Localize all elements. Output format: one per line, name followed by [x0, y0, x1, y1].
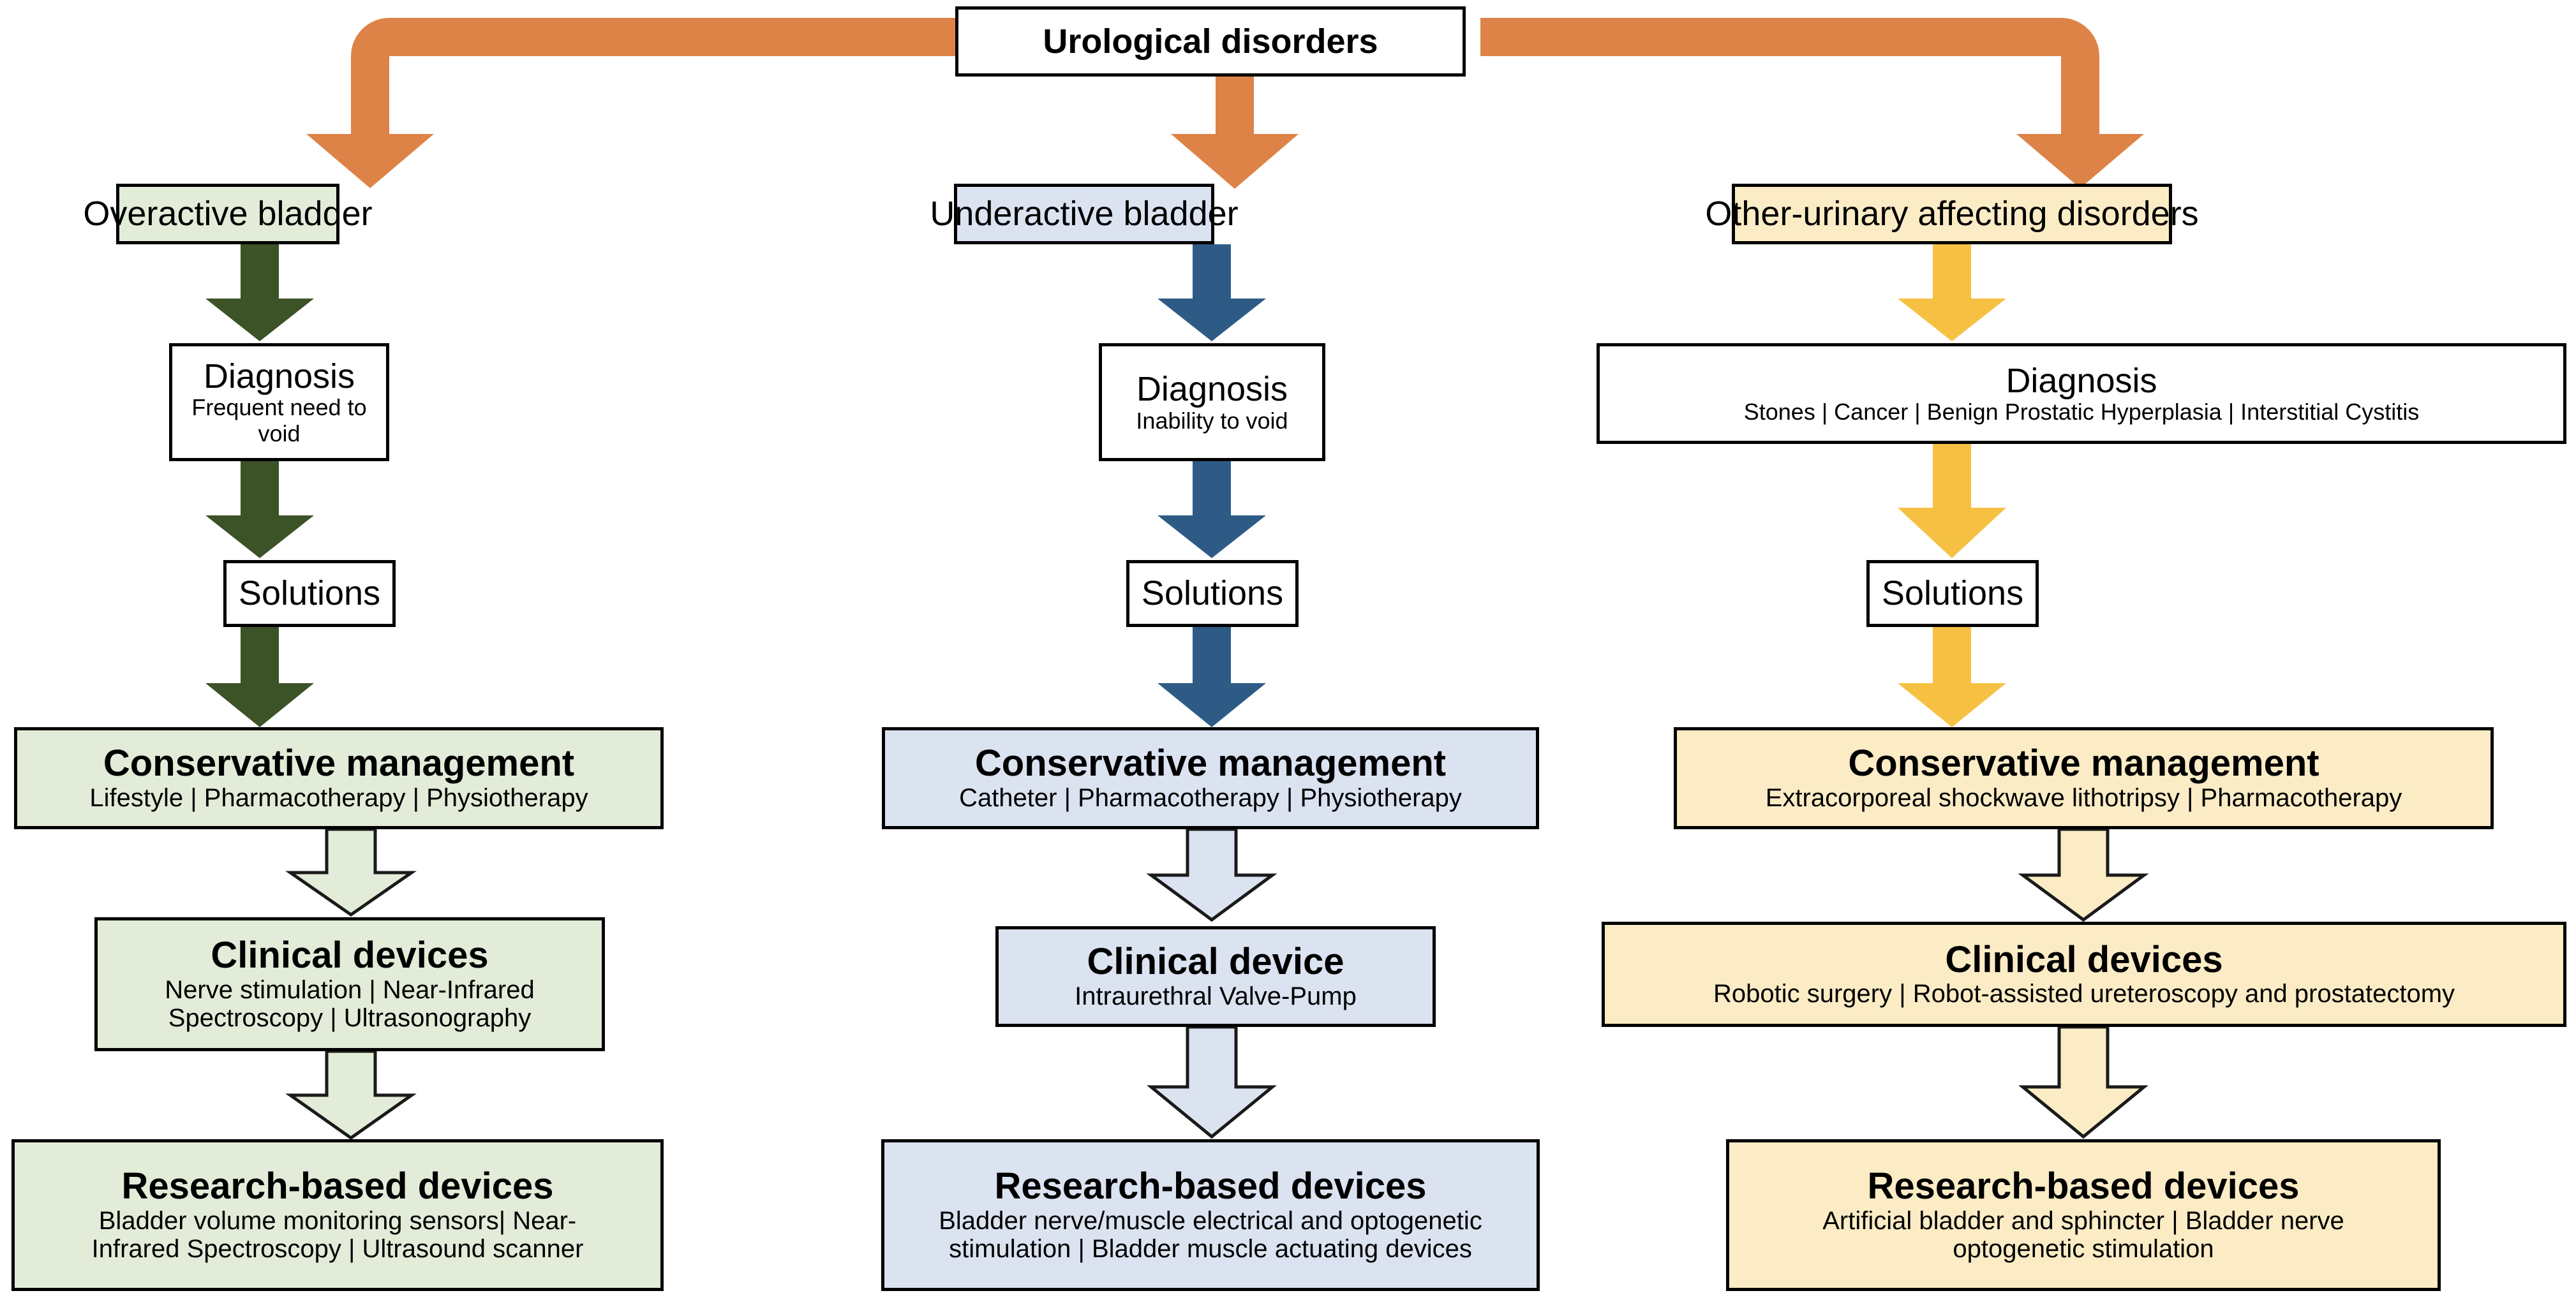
column1-solutions-title: Solutions [238, 574, 381, 613]
column3-conservative-title: Conservative management [1848, 742, 2319, 785]
column1-conservative-detail: Lifestyle | Pharmacotherapy | Physiother… [89, 783, 588, 812]
column1-conservative-box[interactable]: Conservative management Lifestyle | Phar… [14, 727, 664, 829]
column3-header-label: Other-urinary affecting disorders [1705, 195, 2199, 233]
column3-header-box[interactable]: Other-urinary affecting disorders [1705, 184, 2199, 244]
column2-solutions-title: Solutions [1141, 574, 1284, 613]
column3-diagnosis-box[interactable]: Diagnosis Stones | Cancer | Benign Prost… [1597, 343, 2566, 444]
column2-research-detail-line2: stimulation | Bladder muscle actuating d… [949, 1235, 1472, 1264]
column3-research-title: Research-based devices [1867, 1165, 2300, 1207]
column3-solutions-box[interactable]: Solutions [1866, 560, 2039, 627]
column3-conservative-box[interactable]: Conservative management Extracorporeal s… [1674, 727, 2494, 829]
column1-header-label: Overactive bladder [83, 195, 373, 233]
column1-arrow-header-to-diagnosis [196, 244, 324, 343]
column3-clinical-title: Clinical devices [1945, 938, 2223, 980]
column3-diagnosis-detail: Stones | Cancer | Benign Prostatic Hyper… [1743, 399, 2420, 425]
column3-clinical-detail-line1: Robotic surgery | Robot-assisted uretero… [1713, 980, 2455, 1008]
column2-diagnosis-detail: Inability to void [1136, 407, 1288, 434]
column2-conservative-title: Conservative management [974, 742, 1447, 785]
column2-conservative-detail: Catheter | Pharmacotherapy | Physiothera… [959, 783, 1462, 812]
column2-clinical-box[interactable]: Clinical device Intraurethral Valve-Pump [995, 926, 1436, 1027]
column1-clinical-title: Clinical devices [211, 934, 489, 976]
column3-clinical-box[interactable]: Clinical devices Robotic surgery | Robot… [1602, 922, 2566, 1027]
column1-diagnosis-detail: Frequent need to void [191, 394, 367, 447]
column1-solutions-box[interactable]: Solutions [223, 560, 396, 627]
column2-header-label: Underactive bladder [930, 195, 1239, 233]
column1-diagnosis-box[interactable]: Diagnosis Frequent need to void [169, 343, 389, 461]
column3-arrow-conservative-to-clinical [2013, 828, 2154, 922]
root-box[interactable]: Urological disorders [955, 6, 1466, 77]
column2-research-box[interactable]: Research-based devices Bladder nerve/mus… [881, 1139, 1540, 1291]
column3-research-detail-line1: Artificial bladder and sphincter | Bladd… [1822, 1206, 2344, 1235]
column2-research-detail-line1: Bladder nerve/muscle electrical and opto… [939, 1206, 1482, 1235]
column1-research-title: Research-based devices [121, 1165, 554, 1207]
column2-arrow-conservative-to-clinical [1142, 828, 1282, 922]
column1-arrow-clinical-to-research [281, 1050, 421, 1141]
column3-conservative-detail: Extracorporeal shockwave lithotripsy | P… [1765, 783, 2402, 812]
column2-solutions-box[interactable]: Solutions [1126, 560, 1299, 627]
column1-arrow-solutions-to-conservative [196, 627, 324, 729]
column1-conservative-title: Conservative management [103, 742, 575, 785]
column1-arrow-conservative-to-clinical [281, 828, 421, 917]
column3-solutions-title: Solutions [1881, 574, 2024, 613]
column2-header-box[interactable]: Underactive bladder [930, 184, 1239, 244]
column3-diagnosis-title: Diagnosis [2006, 361, 2157, 400]
column1-header-box[interactable]: Overactive bladder [83, 184, 373, 244]
root-connector-center [1171, 37, 1299, 191]
column3-research-box[interactable]: Research-based devices Artificial bladde… [1726, 1139, 2441, 1291]
column2-arrow-solutions-to-conservative [1148, 627, 1276, 729]
column1-clinical-detail-line1: Nerve stimulation | Near-Infrared [165, 975, 535, 1004]
column2-arrow-clinical-to-research [1142, 1026, 1282, 1139]
column1-clinical-detail-line2: Spectroscopy | Ultrasonography [168, 1004, 532, 1033]
column1-arrow-diagnosis-to-solutions [196, 461, 324, 560]
column1-research-box[interactable]: Research-based devices Bladder volume mo… [11, 1139, 664, 1291]
root-connector-left [306, 6, 970, 191]
column2-clinical-title: Clinical device [1087, 941, 1344, 983]
column1-research-detail-line1: Bladder volume monitoring sensors| Near- [98, 1206, 577, 1235]
column3-arrow-header-to-diagnosis [1888, 244, 2016, 343]
root-label: Urological disorders [1043, 22, 1378, 61]
column2-clinical-detail-line1: Intraurethral Valve-Pump [1075, 982, 1357, 1010]
column3-arrow-diagnosis-to-solutions [1888, 444, 2016, 560]
column1-clinical-box[interactable]: Clinical devices Nerve stimulation | Nea… [94, 917, 605, 1051]
root-connector-right [1480, 6, 2144, 191]
column2-diagnosis-box[interactable]: Diagnosis Inability to void [1099, 343, 1325, 461]
column2-conservative-box[interactable]: Conservative management Catheter | Pharm… [882, 727, 1539, 829]
column3-research-detail-line2: optogenetic stimulation [1953, 1235, 2214, 1264]
column3-arrow-clinical-to-research [2013, 1026, 2154, 1139]
column1-diagnosis-title: Diagnosis [203, 357, 355, 396]
column2-diagnosis-title: Diagnosis [1136, 370, 1288, 409]
column3-arrow-solutions-to-conservative [1888, 627, 2016, 729]
column2-arrow-diagnosis-to-solutions [1148, 461, 1276, 560]
column2-arrow-header-to-diagnosis [1148, 244, 1276, 343]
column1-research-detail-line2: Infrared Spectroscopy | Ultrasound scann… [91, 1235, 584, 1264]
column2-research-title: Research-based devices [994, 1165, 1427, 1207]
